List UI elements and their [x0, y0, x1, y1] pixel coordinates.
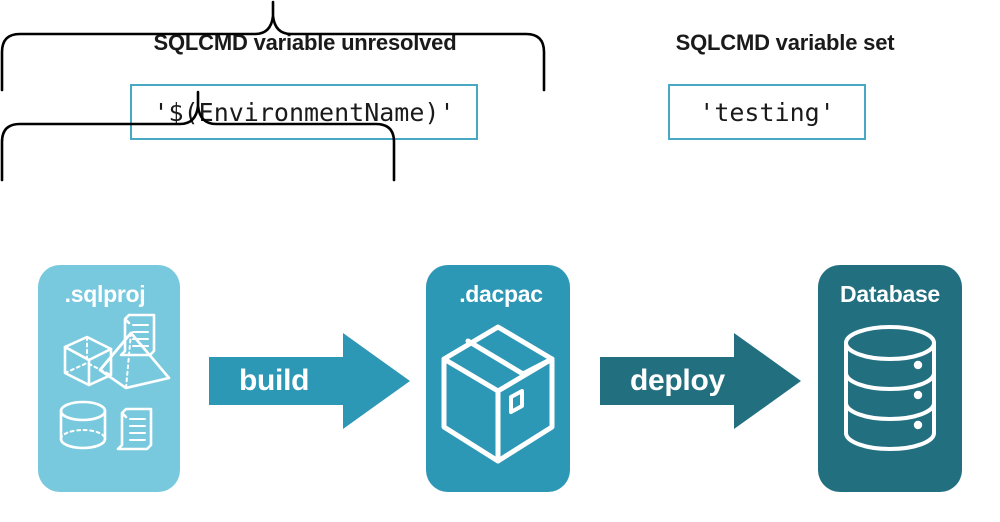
arrow-label-deploy: deploy — [630, 364, 725, 397]
database-cylinder-icon — [844, 325, 936, 451]
stage-box-database[interactable]: Database — [818, 265, 962, 492]
sqlcmd-variable-unresolved-box: '$(EnvironmentName)' — [130, 84, 478, 140]
sqlcmd-variable-set-value: 'testing' — [699, 97, 835, 127]
status-dot — [913, 360, 923, 370]
sqlproj-icon-group — [59, 313, 171, 451]
stage-label-sqlproj: .sqlproj — [64, 281, 146, 307]
section-heading-right: SQLCMD variable set — [675, 30, 895, 55]
script-icon — [116, 407, 153, 451]
script-icon — [119, 313, 156, 357]
brace-left-icon — [0, 0, 546, 92]
stage-box-sqlproj[interactable]: .sqlproj — [38, 265, 180, 492]
sqlcmd-variable-set-box: 'testing' — [668, 84, 866, 140]
sqlcmd-variable-unresolved-value: '$(EnvironmentName)' — [153, 97, 455, 127]
dacpac-artwork — [426, 311, 570, 492]
stage-label-dacpac: .dacpac — [459, 281, 543, 307]
status-dot — [913, 420, 923, 430]
package-box-icon — [441, 324, 555, 464]
status-dot — [913, 390, 923, 400]
database-artwork — [818, 311, 962, 492]
cube-icon — [63, 335, 113, 387]
arrow-deploy: deploy — [600, 333, 801, 429]
brace-right — [0, 90, 396, 182]
cylinder-icon — [59, 400, 107, 450]
brace-left — [0, 0, 546, 92]
arrow-label-build: build — [239, 364, 310, 397]
arrow-right-icon — [209, 333, 410, 429]
arrow-right-icon — [600, 333, 801, 429]
stage-label-database: Database — [840, 281, 940, 307]
sqlproj-artwork — [38, 311, 180, 492]
arrow-build: build — [209, 333, 410, 429]
brace-right-icon — [0, 90, 396, 182]
stage-box-dacpac[interactable]: .dacpac — [426, 265, 570, 492]
